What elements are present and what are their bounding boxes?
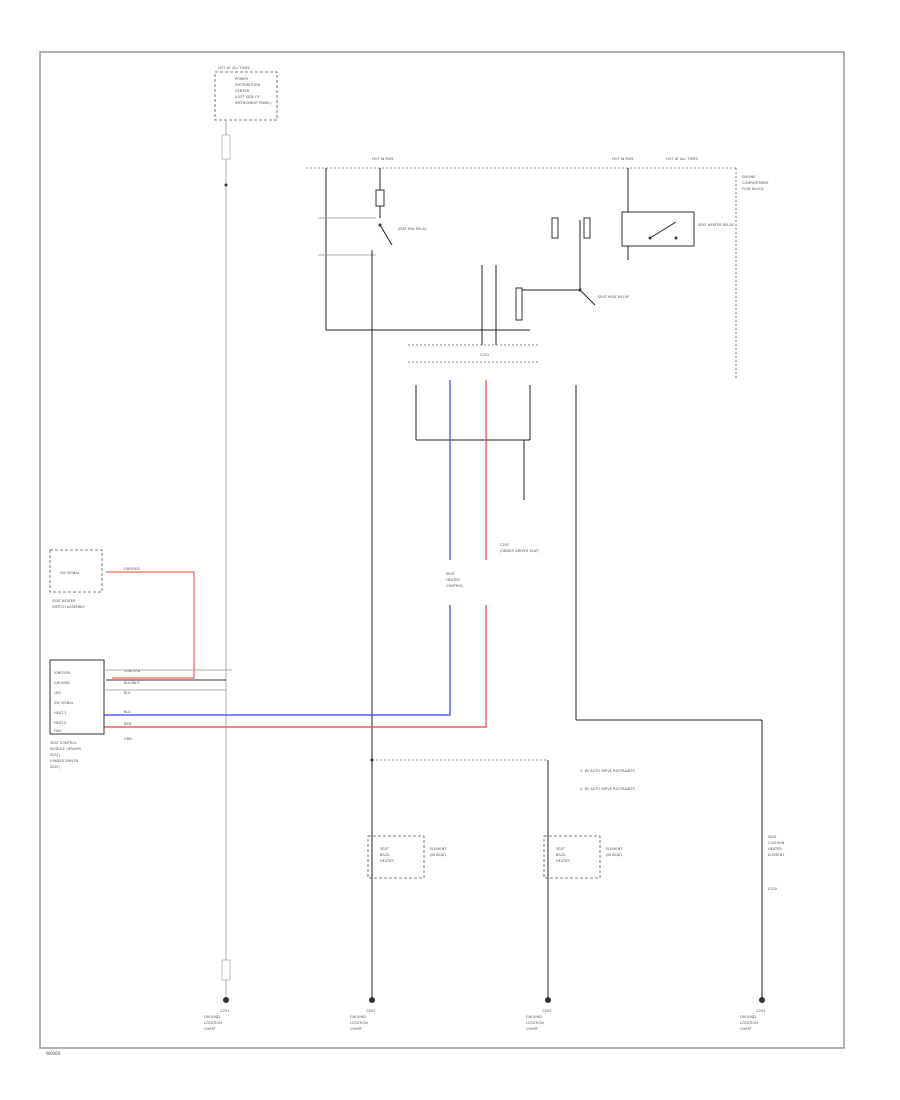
- ground-g201: G201 GROUND LOCATION CHART: [204, 997, 229, 1031]
- module-pin: HEAT-1: [54, 711, 66, 715]
- ground-line: GROUND: [740, 1015, 756, 1019]
- ground-line: GROUND: [350, 1015, 366, 1019]
- wire-code: BLU: [124, 710, 131, 714]
- c202-label: C202: [500, 543, 509, 547]
- heater-relay-label: SEAT HEATER RELAY: [698, 223, 734, 227]
- ground-line: CHART: [204, 1027, 217, 1031]
- relay-2-label: SEAT HEAT RELAY: [598, 295, 630, 299]
- center-title: SEAT: [446, 572, 456, 576]
- relay-right-line: FUSE BLOCK: [742, 187, 765, 191]
- module-pin: FAN: [54, 729, 61, 733]
- ground-g204: G204 GROUND LOCATION CHART: [740, 997, 766, 1031]
- wire-code: RED: [124, 722, 132, 726]
- note: 2. W/ AUTO DRIVE RESTRAINTS: [580, 787, 636, 791]
- module-pin: GROUND: [54, 681, 70, 685]
- center-title: CONTROL: [446, 584, 463, 588]
- note: 1. W/ AUTO DRIVE RESTRAINTS: [580, 769, 636, 773]
- fuse-top-left-line: (LEFT SIDE OF: [235, 95, 260, 99]
- switch-label: SW SIGNAL: [60, 571, 80, 575]
- element-line: BACK: [556, 853, 566, 857]
- wire-code: GRN: [124, 737, 132, 741]
- blue-wire-lower: [104, 605, 451, 716]
- relay-1-label: SEAT FAN RELAY: [398, 227, 427, 231]
- center-title: HEATER: [446, 578, 460, 582]
- element-line: (IN SEAT): [606, 853, 623, 857]
- ground-id: G204: [756, 1009, 766, 1013]
- relay-right-line: ENGINE: [742, 175, 755, 179]
- module-title: SEAT): [50, 765, 61, 769]
- relay-right-line: COMPARTMENT: [742, 181, 770, 185]
- element-line: ELEMENT: [606, 847, 623, 851]
- element-line: ELEMENT: [768, 853, 785, 857]
- element-line: HEATER: [380, 859, 394, 863]
- fuse-top-left-line: INSTRUMENT PANEL): [235, 101, 272, 105]
- relay-right-heading-1: HOT IN RUN: [612, 157, 633, 161]
- ground-line: LOCATION: [526, 1021, 544, 1025]
- element-line: (IN SEAT): [430, 853, 447, 857]
- splice-point: [224, 183, 228, 187]
- ground-line: LOCATION: [740, 1021, 758, 1025]
- assembly-line: SEAT HEATER: [52, 599, 76, 603]
- fuse-top-left-line: POWER: [235, 77, 249, 81]
- wire-code: BLK: [124, 691, 131, 695]
- pin-row: C202: [371, 385, 763, 1000]
- module-pin: IGNITION: [54, 671, 70, 675]
- module-title: SEAT): [50, 753, 61, 757]
- fuse-top-left-line: DISTRIBUTION: [235, 83, 260, 87]
- switch-assembly: SW SIGNAL SEAT HEATER SWITCH ASSEMBLY: [49, 549, 103, 609]
- element-line: BACK: [380, 853, 390, 857]
- relay-left-heading: HOT IN RUN: [372, 157, 393, 161]
- ground-g202: G202 GROUND LOCATION CHART: [350, 997, 375, 1031]
- far-right-element: SEAT CUSHION HEATER ELEMENT E200: [768, 835, 785, 891]
- element-line: SEAT: [768, 835, 778, 839]
- element-line: HEATER: [556, 859, 570, 863]
- element-line: ELEMENT: [430, 847, 447, 851]
- fuse-top-left-line: CENTER: [235, 89, 250, 93]
- wire-code-tag: [221, 959, 231, 981]
- wire-code-tag: [221, 134, 231, 160]
- wire-code: LGN/ORN: [124, 669, 141, 673]
- module-pin: HEAT-2: [54, 721, 66, 725]
- module-title: (UNDER DRIVER: [50, 759, 79, 763]
- ground-line: LOCATION: [350, 1021, 368, 1025]
- diagram-frame: [39, 51, 845, 1049]
- ground-g203: G203 GROUND LOCATION CHART: [526, 997, 551, 1031]
- element-code: E200: [768, 887, 777, 891]
- ground-line: GROUND: [204, 1015, 220, 1019]
- ground-line: CHART: [526, 1027, 539, 1031]
- red-wire-switch: [106, 571, 195, 679]
- wire-code: GRY/RED: [124, 567, 140, 571]
- relay-connector-label: C201: [480, 353, 489, 357]
- center-connector: SEAT HEATER CONTROL (UNDER DRIVER SEAT): [446, 549, 540, 588]
- ground-id: G201: [220, 1009, 229, 1013]
- module-title: MODULE (DRIVER: [50, 747, 81, 751]
- center-sub: (UNDER DRIVER SEAT): [500, 549, 540, 553]
- footer-code: W0000: [46, 1051, 61, 1056]
- ground-id: G202: [366, 1009, 375, 1013]
- module-pin: SW SIGNAL: [54, 701, 74, 705]
- right-heater-element: SEAT BACK HEATER ELEMENT (IN SEAT): [543, 835, 623, 879]
- element-line: SEAT: [556, 847, 566, 851]
- ground-line: CHART: [350, 1027, 363, 1031]
- relay-right-heading-2: HOT AT ALL TIMES: [666, 157, 699, 161]
- module-title: SEAT CONTROL: [50, 741, 77, 745]
- fuse-top-left: HOT AT ALL TIMES POWER DISTRIBUTION CENT…: [214, 66, 278, 121]
- fuse-top-left-title: HOT AT ALL TIMES: [218, 66, 251, 70]
- red-wire-lower: [104, 605, 487, 728]
- ground-line: CHART: [740, 1027, 753, 1031]
- left-heater-element: SEAT BACK HEATER ELEMENT (IN SEAT): [367, 835, 447, 880]
- element-line: SEAT: [380, 847, 390, 851]
- ground-line: GROUND: [526, 1015, 542, 1019]
- ground-id: G203: [542, 1009, 551, 1013]
- seat-control-module: IGNITION GROUND LED SW SIGNAL HEAT-1 HEA…: [49, 567, 141, 769]
- assembly-line: SWITCH ASSEMBLY: [52, 605, 86, 609]
- element-line: CUSHION: [768, 841, 785, 845]
- element-line: HEATER: [768, 847, 782, 851]
- module-pin: LED: [54, 691, 61, 695]
- wire-code: BLK/WHT: [124, 681, 141, 685]
- relay-block: HOT IN RUN HOT IN RUN HOT AT ALL TIMES E…: [306, 157, 770, 420]
- ground-line: LOCATION: [204, 1021, 222, 1025]
